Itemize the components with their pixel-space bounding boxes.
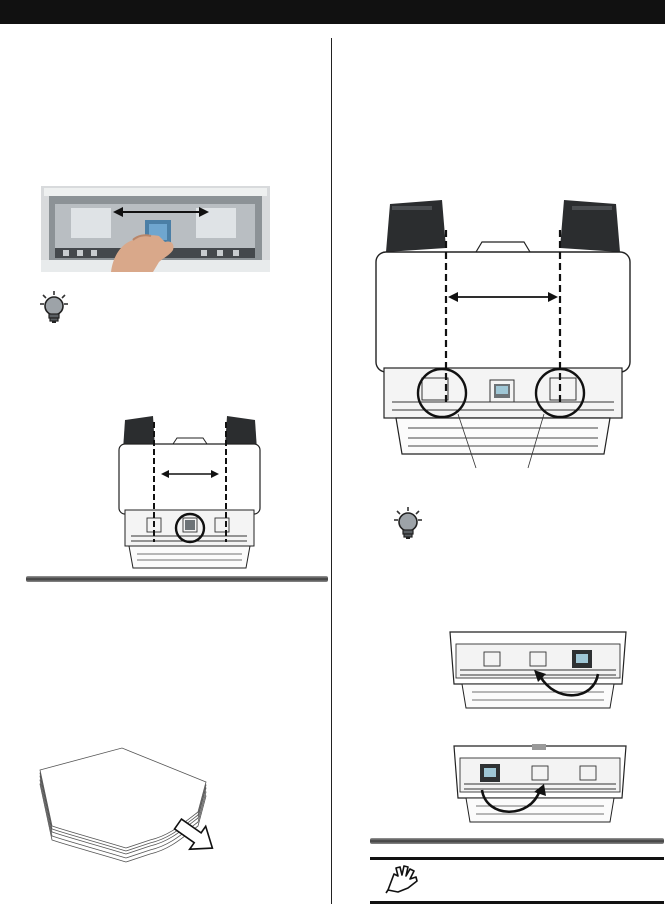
note-top-bar bbox=[370, 857, 664, 860]
column-divider bbox=[331, 38, 332, 904]
header-bar bbox=[0, 0, 665, 24]
scanner-drawing-dual-pads bbox=[372, 200, 634, 472]
scanner-detail-move-left-pad bbox=[452, 744, 628, 826]
photo-pad-slide bbox=[41, 186, 270, 272]
section-rule-left bbox=[26, 576, 328, 582]
note-bottom-bar bbox=[370, 901, 664, 904]
hand-caution-icon bbox=[384, 864, 420, 894]
scanner-detail-move-right-pad bbox=[448, 630, 628, 712]
paper-stack-illustration bbox=[30, 736, 216, 900]
section-rule-right bbox=[370, 838, 664, 844]
hint-lightbulb-icon bbox=[38, 290, 70, 324]
hint-lightbulb-icon bbox=[392, 506, 424, 540]
scanner-drawing-single-pad bbox=[117, 414, 262, 572]
